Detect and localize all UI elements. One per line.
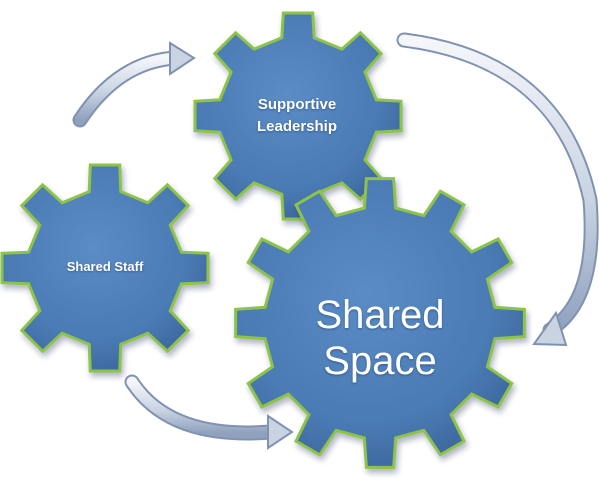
supportive-leadership-line1: Supportive: [257, 96, 337, 113]
supportive-leadership-label: Supportive Leadership: [232, 94, 362, 138]
shared-space-line1: Shared: [315, 293, 445, 337]
shared-space-gear: [234, 177, 526, 469]
shared-space-line2: Space: [323, 339, 437, 383]
shared-staff-gear: [0, 163, 210, 373]
arrow-staff-to-space: [124, 374, 294, 450]
shared-space-label: Shared Space: [300, 292, 460, 384]
arrow-staff-to-leadership: [72, 41, 196, 128]
supportive-leadership-line2: Leadership: [256, 118, 338, 135]
shared-staff-label: Shared Staff: [66, 259, 144, 274]
arrow-leadership-to-space: [396, 32, 599, 347]
